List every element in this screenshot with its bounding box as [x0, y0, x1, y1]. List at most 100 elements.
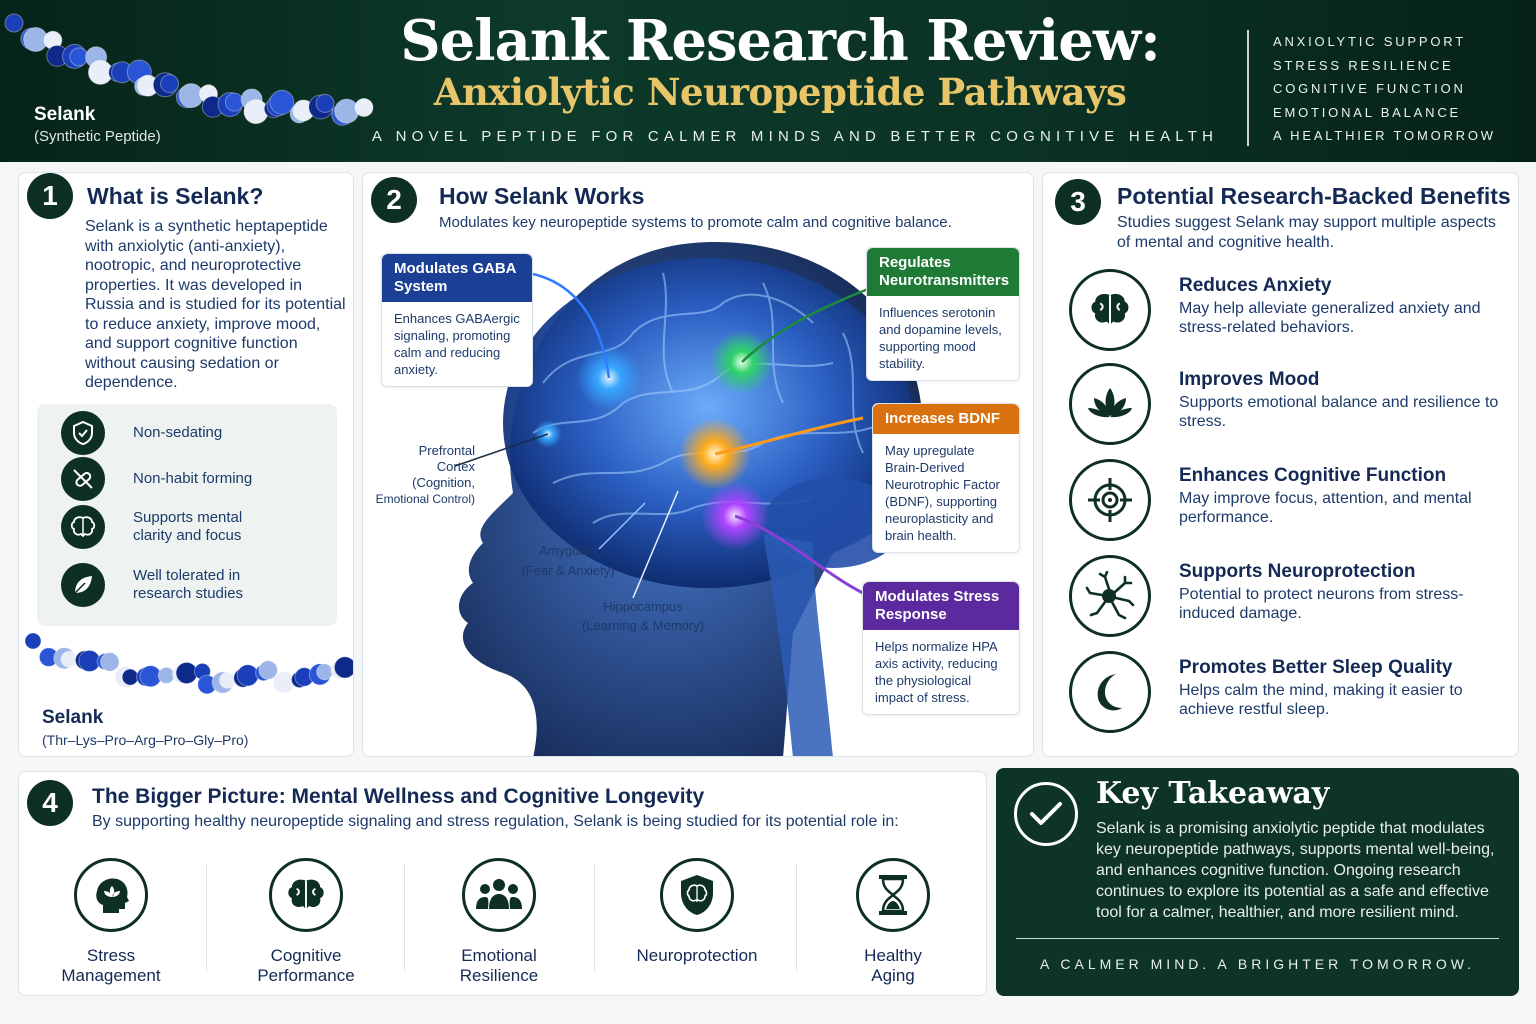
benefit-title: Supports Neuroprotection — [1179, 561, 1416, 582]
leaf-icon — [61, 563, 105, 607]
callout-title: Regulates Neurotransmitters — [867, 248, 1019, 296]
callout-text: Enhances GABAergic signaling, promoting … — [394, 311, 520, 377]
page-title: Selank Research Review: — [400, 8, 1161, 74]
neuron-icon — [1069, 555, 1151, 637]
head-lotus-icon — [74, 858, 148, 932]
brain-shield-icon — [660, 858, 734, 932]
section-title: What is Selank? — [87, 183, 264, 209]
benefit-title: Promotes Better Sleep Quality — [1179, 657, 1453, 678]
feature-label: Supports mental clarity and focus — [133, 509, 243, 544]
callout-title: Modulates Stress Response — [863, 582, 1019, 630]
divider — [1016, 938, 1499, 939]
section-benefits: 3 Potential Research-Backed Benefits Stu… — [1042, 172, 1519, 757]
highlight-item: A HEALTHIER TOMORROW — [1273, 128, 1496, 143]
brain-icon — [61, 505, 105, 549]
callout-bdnf: Increases BDNF May upregulate Brain-Deri… — [872, 403, 1020, 553]
label-prefrontal-cortex: Prefrontal Cortex (Cognition, Emotional … — [375, 443, 475, 506]
section-title: The Bigger Picture: Mental Wellness and … — [92, 785, 705, 808]
molecule-sequence: (Thr–Lys–Pro–Arg–Pro–Gly–Pro) — [42, 732, 249, 748]
brain-icon — [1069, 269, 1151, 351]
callout-text: Influences serotonin and dopamine levels… — [879, 305, 1002, 371]
benefit-text: Helps calm the mind, making it easier to… — [1179, 682, 1463, 718]
feature-item: Non-sedating — [61, 411, 222, 455]
hourglass-icon — [856, 858, 930, 932]
highlight-item: ANXIOLYTIC SUPPORT — [1273, 34, 1466, 49]
section-how-selank-works: 2 How Selank Works Modulates key neurope… — [362, 172, 1034, 757]
no-pill-icon — [61, 457, 105, 501]
header-divider — [1247, 30, 1249, 146]
people-icon — [462, 858, 536, 932]
brain-illustration-icon — [454, 242, 923, 756]
divider — [404, 864, 405, 972]
callout-text: May upregulate Brain-Derived Neurotrophi… — [885, 443, 1000, 543]
callout-title: Increases BDNF — [873, 404, 1019, 434]
brain-icon — [269, 858, 343, 932]
label-amygdala: Amygdala (Fear & Anxiety) — [521, 543, 615, 578]
section-subtitle: Modulates key neuropeptide systems to pr… — [439, 214, 952, 231]
benefit-item: Promotes Better Sleep Quality Helps calm… — [1069, 651, 1509, 735]
feature-label: Well tolerated in research studies — [133, 567, 244, 602]
section-what-is-selank: 1 What is Selank? Selank is a synthetic … — [18, 172, 354, 757]
feature-item: Well tolerated in research studies — [61, 563, 273, 607]
feature-item: Supports mental clarity and focus — [61, 505, 263, 549]
divider — [206, 864, 207, 972]
molecule-name: Selank — [42, 707, 104, 728]
section-subtitle: By supporting healthy neuropeptide signa… — [92, 813, 899, 830]
molecule-illustration-icon — [4, 13, 374, 126]
section-title: Potential Research-Backed Benefits — [1117, 183, 1511, 209]
page-tagline: A NOVEL PEPTIDE FOR CALMER MINDS AND BET… — [371, 128, 1219, 145]
focus-area-label: Neuroprotection — [636, 946, 758, 965]
benefit-title: Improves Mood — [1179, 369, 1320, 390]
section-subtitle: Studies suggest Selank may support multi… — [1117, 214, 1496, 251]
takeaway-title: Key Takeaway — [1096, 776, 1330, 811]
divider — [796, 864, 797, 972]
section-title: How Selank Works — [439, 183, 645, 209]
section-number-badge: 4 — [27, 780, 73, 826]
callout-neurotransmitters: Regulates Neurotransmitters Influences s… — [866, 247, 1020, 381]
benefit-item: Supports Neuroprotection Potential to pr… — [1069, 555, 1509, 639]
moon-icon — [1069, 651, 1151, 733]
benefit-text: May improve focus, attention, and mental… — [1179, 490, 1472, 526]
benefit-item: Reduces Anxiety May help alleviate gener… — [1069, 269, 1509, 353]
section-description: Selank is a synthetic heptapeptide with … — [85, 218, 346, 391]
header-highlights: ANXIOLYTIC SUPPORT STRESS RESILIENCE COG… — [1273, 34, 1496, 152]
key-takeaway: Key Takeaway Selank is a promising anxio… — [996, 768, 1519, 996]
section-number-badge: 3 — [1055, 179, 1101, 225]
page-subtitle: Anxiolytic Neuropeptide Pathways — [433, 70, 1127, 114]
section-number-badge: 1 — [27, 173, 73, 219]
benefit-text: Potential to protect neurons from stress… — [1179, 586, 1464, 622]
check-icon — [1014, 782, 1078, 846]
focus-area-item: Neuroprotection — [622, 858, 772, 966]
callout-gaba: Modulates GABA System Enhances GABAergic… — [381, 253, 533, 387]
feature-label: Non-habit forming — [133, 470, 253, 487]
feature-label: Non-sedating — [133, 424, 223, 441]
header-banner: Selank (Synthetic Peptide) Selank Resear… — [0, 0, 1536, 162]
highlight-item: EMOTIONAL BALANCE — [1273, 104, 1461, 120]
callout-text: Helps normalize HPA axis activity, reduc… — [875, 639, 998, 705]
benefit-text: Supports emotional balance and resilienc… — [1179, 394, 1499, 430]
callout-title: Modulates GABA System — [382, 254, 532, 302]
takeaway-footer: A CALMER MIND. A BRIGHTER TOMORROW. — [1039, 956, 1476, 972]
header-peptide-name: Selank — [34, 104, 96, 125]
benefit-title: Enhances Cognitive Function — [1179, 465, 1447, 486]
header-peptide-type: (Synthetic Peptide) — [34, 128, 161, 145]
benefit-item: Improves Mood Supports emotional balance… — [1069, 363, 1509, 447]
molecule-illustration-icon — [24, 632, 353, 695]
benefit-title: Reduces Anxiety — [1179, 275, 1332, 296]
label-hippocampus: Hippocampus (Learning & Memory) — [581, 599, 705, 633]
lotus-icon — [1069, 363, 1151, 445]
highlight-item: STRESS RESILIENCE — [1273, 57, 1454, 73]
shield-icon — [61, 411, 105, 455]
section-number-badge: 2 — [371, 177, 417, 223]
section-bigger-picture: 4 The Bigger Picture: Mental Wellness an… — [18, 771, 987, 996]
feature-item: Non-habit forming — [61, 457, 252, 501]
benefit-text: May help alleviate generalized anxiety a… — [1179, 300, 1481, 336]
takeaway-text: Selank is a promising anxiolytic peptide… — [1096, 820, 1495, 921]
